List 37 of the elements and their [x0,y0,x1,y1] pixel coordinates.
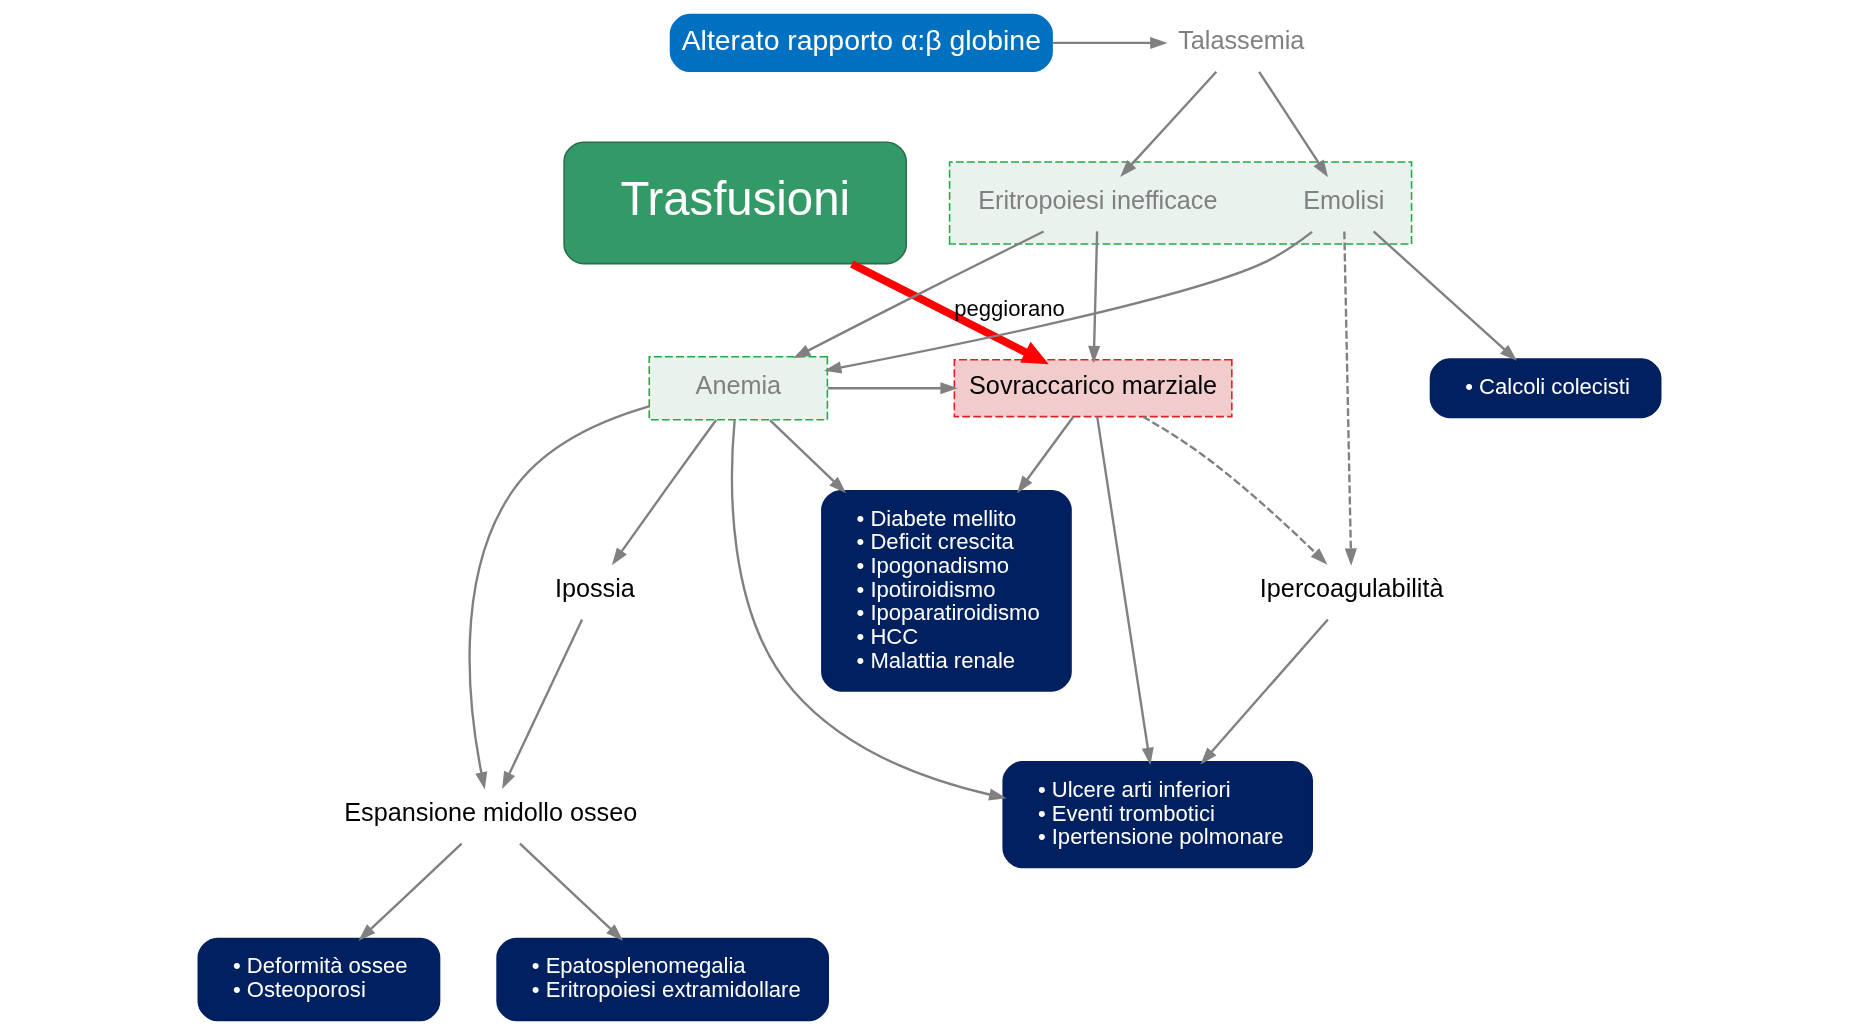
arrow [823,230,1313,374]
node-text: Ipossia [554,573,635,602]
arrow [1342,231,1357,566]
node-box: Sovraccarico marziale [953,359,1233,418]
node-box: • Diabete mellito • Deficit crescita • Ipogonadismo • Ipotiroidismo • Ipoparatiroidismo • HCC • Malattia renale [820,489,1072,692]
node-text: Talassemia [1177,25,1304,54]
arrow [1087,231,1100,364]
arrow [730,419,1006,801]
arrow [849,260,1049,365]
node-text: Eritropoiesi inefficace [977,185,1217,214]
arrow [501,618,583,790]
edge-label: peggiorano [953,296,1065,321]
arrow [1142,415,1327,565]
arrow [792,230,1044,359]
node-text: Ipercoagulabilità [1259,573,1443,602]
arrow [611,419,717,566]
node-box: Alterato rapporto α:β globine [669,13,1053,73]
arrow [768,419,846,494]
node-box: • Epatosplenomegalia • Eritropoiesi extramidollare [495,937,829,1022]
arrow [1199,618,1329,765]
arrow [827,382,958,395]
node-box: • Calcoli colecisti [1429,358,1661,419]
arrow [358,842,462,941]
arrow [1372,230,1517,361]
arrow [1052,36,1168,49]
node-box: Trasfusioni [562,141,907,265]
node-box: • Ulcere arti inferiori • Eventi trombotici • Ipertensione polmonare [1001,761,1313,869]
arrow [1119,71,1217,177]
arrow [1257,71,1328,178]
node-box: • Deformità ossee • Osteoporosi [197,937,440,1022]
node-text: Emolisi [1302,185,1384,214]
node-box: Anemia [647,355,828,421]
arrow [1095,416,1154,766]
node-text: Espansione midollo osseo [343,797,637,826]
arrow [1016,416,1074,494]
arrow [518,842,623,941]
arrow [467,405,649,790]
